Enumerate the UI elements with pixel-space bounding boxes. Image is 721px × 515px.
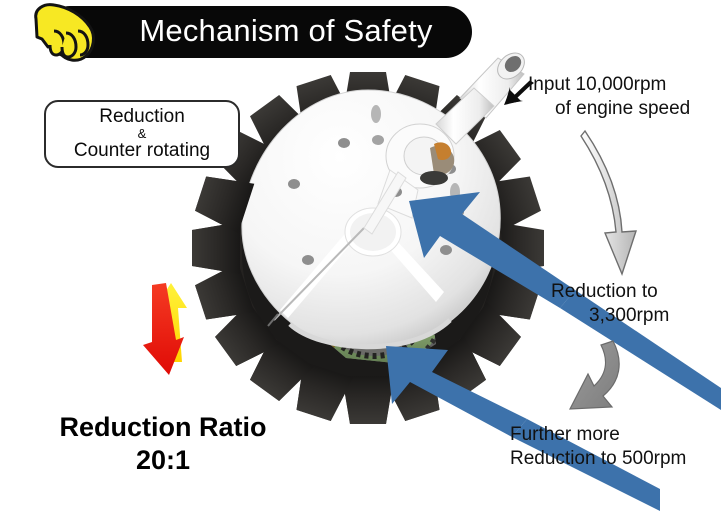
stage2-annotation: Further more Reduction to 500rpm [510, 423, 686, 471]
reduction-counter-rotating-callout: Reduction & Counter rotating [44, 100, 240, 168]
input-annotation-line-2: of engine speed [555, 98, 691, 119]
callout-line-2: & [137, 126, 147, 141]
stage2-annotation-line-1: Further more [510, 424, 620, 445]
callout-line-1: Reduction [99, 106, 185, 127]
stage1-annotation-line-2: 3,300rpm [589, 305, 670, 326]
input-annotation: Input 10,000rpm of engine speed [528, 73, 690, 121]
callout-line-3: Counter rotating [73, 140, 211, 161]
pointing-hand-icon [24, 1, 108, 63]
input-annotation-line-1: Input 10,000rpm [528, 74, 667, 95]
stage2-annotation-line-2: Reduction to 500rpm [510, 448, 687, 469]
gray-curved-arrow-stage1 [580, 129, 637, 277]
title-bar [44, 6, 472, 58]
page-title: Mechanism of Safety [139, 13, 433, 48]
stage1-annotation-line-1: Reduction to [551, 281, 658, 302]
reduction-ratio-value: 20:1 [135, 445, 191, 475]
reduction-ratio-label: Reduction Ratio [59, 412, 267, 442]
gray-curved-arrow-stage2 [568, 340, 620, 410]
stage1-annotation: Reduction to 3,300rpm [551, 280, 669, 328]
reduction-ratio-block: Reduction Ratio 20:1 [38, 411, 288, 477]
